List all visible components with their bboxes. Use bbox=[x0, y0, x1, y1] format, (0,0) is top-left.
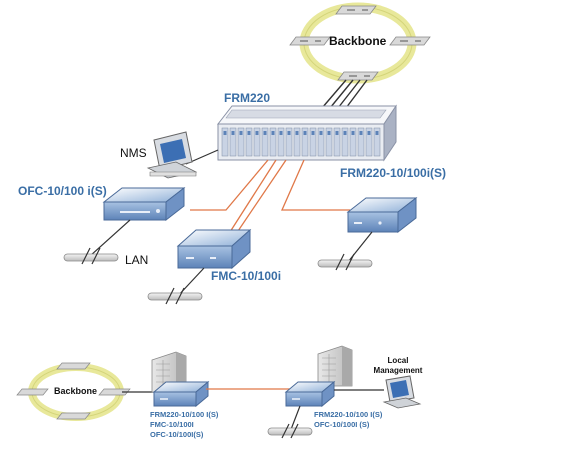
chassis-slot bbox=[309, 127, 317, 157]
lan-bus bbox=[147, 287, 203, 305]
switch-icon bbox=[289, 36, 331, 46]
lan-bus bbox=[267, 423, 313, 439]
switch-icon bbox=[337, 71, 379, 81]
chassis-slots bbox=[221, 127, 381, 157]
switch-icon bbox=[56, 412, 91, 420]
slot-port bbox=[263, 131, 267, 135]
slot-port bbox=[351, 131, 355, 135]
left-product-list: FRM220-10/100 I(S) FMC-10/100I OFC-10/10… bbox=[150, 410, 218, 440]
ofc-label: OFC-10/100 i(S) bbox=[18, 184, 107, 198]
backbone-uplinks bbox=[321, 79, 368, 109]
lan-bus bbox=[317, 253, 373, 271]
frm220-card-device bbox=[346, 196, 418, 234]
slot-port bbox=[255, 131, 259, 135]
stacked-converter-device bbox=[152, 380, 210, 408]
chassis-slot bbox=[269, 127, 277, 157]
backbone-top-label: Backbone bbox=[329, 34, 387, 48]
local-management-line1: Local bbox=[387, 356, 409, 365]
computer-icon bbox=[146, 131, 198, 179]
left-list-item: FMC-10/100I bbox=[150, 420, 194, 429]
chassis-slot bbox=[341, 127, 349, 157]
switch-icon bbox=[56, 362, 91, 370]
slot-port bbox=[367, 131, 371, 135]
chassis-slot bbox=[293, 127, 301, 157]
backbone-bottom-label: Backbone bbox=[54, 386, 98, 396]
lan-drop bbox=[89, 219, 131, 257]
slot-port bbox=[231, 131, 235, 135]
building-icon bbox=[317, 345, 353, 387]
left-list-item: FRM220-10/100 I(S) bbox=[150, 410, 219, 419]
slot-port bbox=[279, 131, 283, 135]
chassis-slot bbox=[325, 127, 333, 157]
chassis-slot bbox=[285, 127, 293, 157]
chassis-slot bbox=[261, 127, 269, 157]
frm220-card-label: FRM220-10/100i(S) bbox=[340, 166, 447, 180]
switch-icon bbox=[335, 5, 377, 15]
nms-label: NMS bbox=[120, 146, 147, 160]
computer-icon bbox=[382, 375, 422, 409]
chassis-slot bbox=[237, 127, 245, 157]
lan-bus bbox=[63, 247, 119, 265]
slot-port bbox=[375, 131, 379, 135]
slot-port bbox=[359, 131, 363, 135]
switch-icon bbox=[16, 388, 49, 396]
chassis-slot bbox=[301, 127, 309, 157]
slot-port bbox=[271, 131, 275, 135]
right-list-item: FRM220-10/100 I(S) bbox=[314, 410, 383, 419]
chassis-slot bbox=[349, 127, 357, 157]
right-list-item: OFC-10/100I (S) bbox=[314, 420, 370, 429]
slot-port bbox=[335, 131, 339, 135]
stacked-converter-device bbox=[284, 380, 336, 408]
fiber-links bbox=[190, 159, 350, 235]
slot-port bbox=[295, 131, 299, 135]
ofc-converter-device bbox=[102, 186, 186, 222]
local-management-label: Local Management bbox=[370, 356, 426, 376]
slot-port bbox=[303, 131, 307, 135]
chassis-slot bbox=[333, 127, 341, 157]
chassis-slot bbox=[357, 127, 365, 157]
right-product-list: FRM220-10/100 I(S) OFC-10/100I (S) bbox=[314, 410, 382, 430]
slot-port bbox=[239, 131, 243, 135]
slot-port bbox=[343, 131, 347, 135]
fmc-label: FMC-10/100i bbox=[211, 269, 282, 283]
chassis-slot bbox=[277, 127, 285, 157]
slot-port bbox=[247, 131, 251, 135]
chassis-slot bbox=[245, 127, 253, 157]
slot-port bbox=[319, 131, 323, 135]
slot-port bbox=[287, 131, 291, 135]
chassis-slot bbox=[317, 127, 325, 157]
left-list-item: OFC-10/100I(S) bbox=[150, 430, 204, 439]
local-management-line2: Management bbox=[373, 366, 423, 375]
slot-port bbox=[223, 131, 227, 135]
fmc-converter-device bbox=[176, 228, 252, 270]
lan-label: LAN bbox=[125, 253, 149, 267]
chassis-slot bbox=[373, 127, 381, 157]
chassis-slot bbox=[221, 127, 229, 157]
chassis-slot bbox=[365, 127, 373, 157]
switch-icon bbox=[389, 36, 431, 46]
chassis-slot bbox=[253, 127, 261, 157]
switch-icon bbox=[98, 388, 131, 396]
slot-port bbox=[311, 131, 315, 135]
chassis-slot bbox=[229, 127, 237, 157]
frm220-label: FRM220 bbox=[224, 91, 271, 105]
slot-port bbox=[327, 131, 331, 135]
